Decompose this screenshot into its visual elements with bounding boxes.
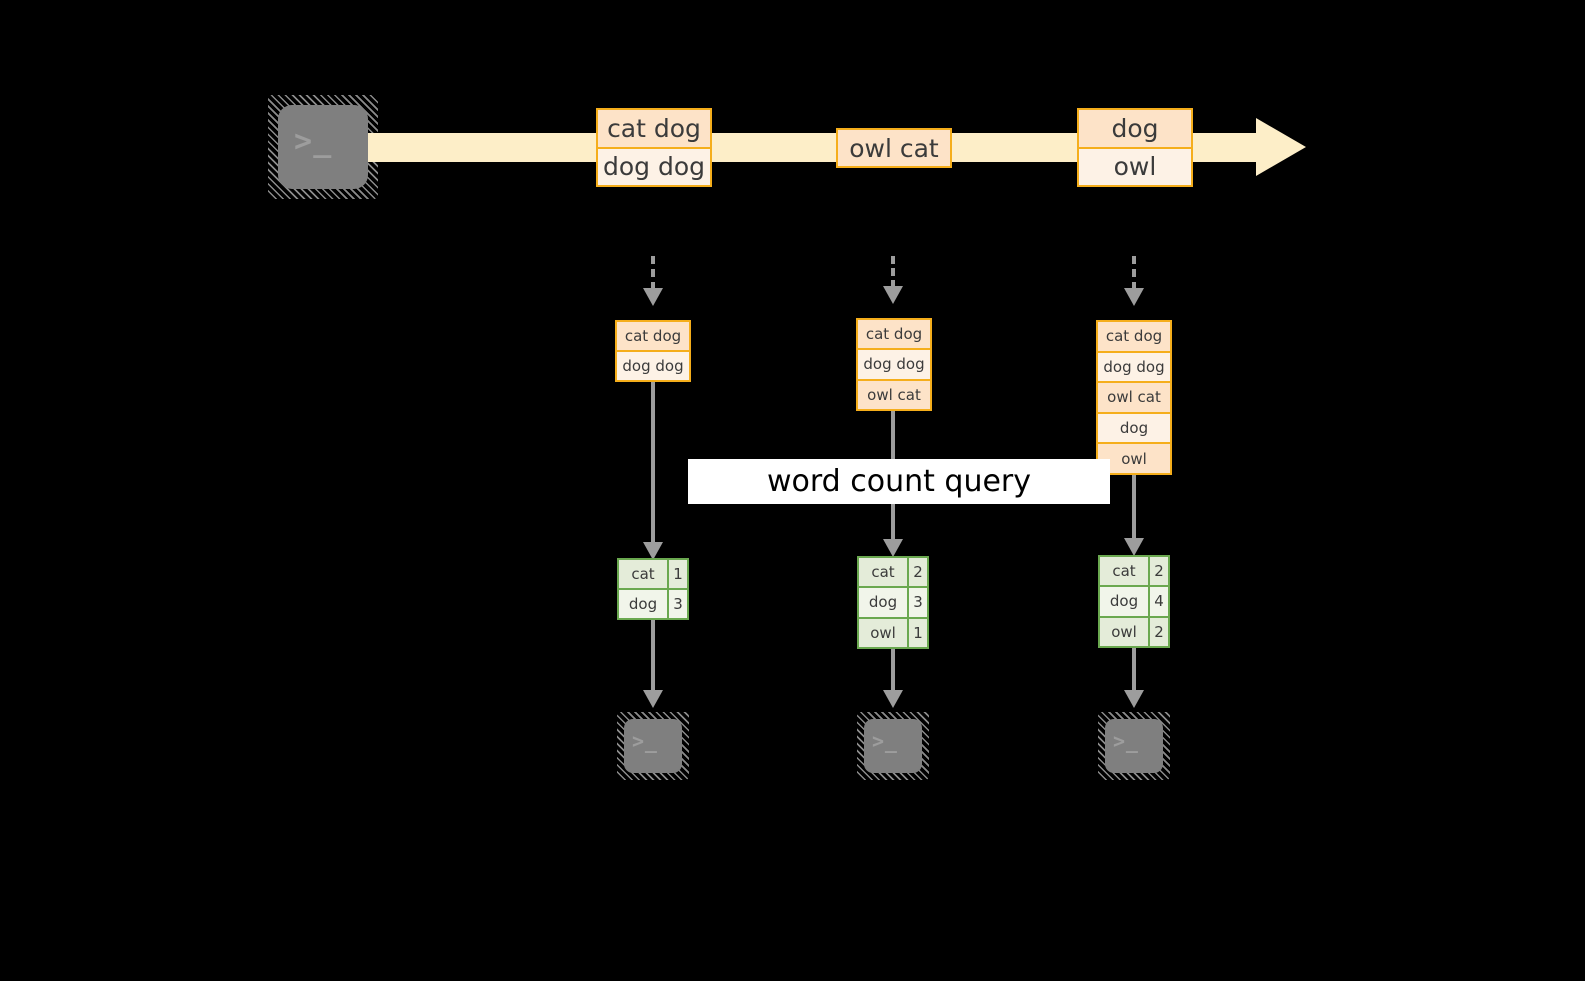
- stream-record: owl cat: [838, 130, 950, 166]
- input-row: cat dog: [617, 322, 689, 350]
- terminal-prompt-glyph: >_: [1113, 729, 1139, 753]
- stream-group-2: owl cat: [836, 128, 952, 168]
- stream-record: dog dog: [598, 146, 710, 185]
- snapshot-1-input-table: cat dog dog dog: [615, 320, 691, 382]
- snapshot-3-result-table: cat 2 dog 4 owl 2: [1098, 555, 1170, 648]
- result-count: 1: [907, 618, 927, 647]
- result-count: 2: [907, 558, 927, 587]
- result-row: owl 1: [859, 616, 927, 647]
- snapshot-2-input-table: cat dog dog dog owl cat: [856, 318, 932, 411]
- snapshot-3-sink-arrowhead: [1124, 690, 1144, 708]
- snapshot-1-sink-line: [651, 620, 655, 695]
- snapshot-2-sink-line: [891, 649, 895, 695]
- input-row: dog dog: [617, 350, 689, 380]
- stream-arrowhead: [1256, 118, 1306, 176]
- result-row: cat 2: [859, 558, 927, 587]
- result-row: dog 3: [619, 588, 687, 618]
- input-row: dog dog: [858, 348, 930, 379]
- snapshot-3-sink-terminal-icon: >_: [1098, 712, 1170, 780]
- snapshot-1-result-table: cat 1 dog 3: [617, 558, 689, 620]
- snapshot-1-query-line: [651, 382, 655, 550]
- query-label: word count query: [688, 459, 1110, 504]
- stream-record: dog: [1079, 110, 1191, 147]
- stream-group-1: cat dog dog dog: [596, 108, 712, 187]
- input-row: cat dog: [1098, 322, 1170, 351]
- result-count: 3: [907, 588, 927, 617]
- snapshot-3-stream-tap-line: [1132, 256, 1136, 290]
- snapshot-2-stream-tap-arrowhead: [883, 286, 903, 304]
- result-row: cat 2: [1100, 557, 1168, 586]
- terminal-prompt-glyph: >_: [632, 729, 658, 753]
- result-row: dog 3: [859, 586, 927, 617]
- input-row: dog dog: [1098, 350, 1170, 382]
- terminal-body: [278, 105, 368, 189]
- stream-group-3: dog owl: [1077, 108, 1193, 187]
- terminal-body: [864, 719, 922, 773]
- result-row: owl 2: [1100, 615, 1168, 646]
- snapshot-2-result-table: cat 2 dog 3 owl 1: [857, 556, 929, 649]
- terminal-body: [1105, 719, 1163, 773]
- input-row: owl cat: [858, 378, 930, 409]
- result-word: cat: [619, 560, 667, 588]
- result-count: 2: [1148, 557, 1168, 586]
- stream-record: owl: [1079, 146, 1191, 185]
- snapshot-2-query-arrowhead: [883, 539, 903, 557]
- snapshot-1-query-arrowhead: [643, 542, 663, 560]
- snapshot-1-stream-tap-arrowhead: [643, 288, 663, 306]
- snapshot-3-stream-tap-arrowhead: [1124, 288, 1144, 306]
- result-row: dog 4: [1100, 585, 1168, 616]
- snapshot-2-sink-arrowhead: [883, 690, 903, 708]
- terminal-prompt-glyph: >_: [294, 124, 333, 159]
- snapshot-3-query-line: [1132, 475, 1136, 547]
- snapshot-1-sink-arrowhead: [643, 690, 663, 708]
- input-row: owl cat: [1098, 381, 1170, 412]
- result-count: 4: [1148, 587, 1168, 616]
- result-word: owl: [859, 618, 907, 647]
- terminal-body: [624, 719, 682, 773]
- source-terminal-icon: >_: [268, 95, 378, 199]
- result-count: 2: [1148, 617, 1168, 646]
- snapshot-3-input-table: cat dog dog dog owl cat dog owl: [1096, 320, 1172, 475]
- result-word: dog: [859, 588, 907, 617]
- result-row: cat 1: [619, 560, 687, 588]
- input-row: cat dog: [858, 320, 930, 349]
- snapshot-1-stream-tap-line: [651, 256, 655, 290]
- input-row: owl: [1098, 442, 1170, 473]
- result-word: owl: [1100, 617, 1148, 646]
- snapshot-2-stream-tap-line: [891, 256, 895, 288]
- result-word: cat: [1100, 557, 1148, 586]
- result-word: cat: [859, 558, 907, 587]
- result-word: dog: [619, 590, 667, 618]
- snapshot-2-sink-terminal-icon: >_: [857, 712, 929, 780]
- input-row: dog: [1098, 411, 1170, 443]
- result-count: 1: [667, 560, 687, 588]
- snapshot-1-sink-terminal-icon: >_: [617, 712, 689, 780]
- stream-record: cat dog: [598, 110, 710, 147]
- result-count: 3: [667, 590, 687, 618]
- terminal-prompt-glyph: >_: [872, 729, 898, 753]
- snapshot-3-sink-line: [1132, 648, 1136, 695]
- snapshot-3-query-arrowhead: [1124, 538, 1144, 556]
- result-word: dog: [1100, 587, 1148, 616]
